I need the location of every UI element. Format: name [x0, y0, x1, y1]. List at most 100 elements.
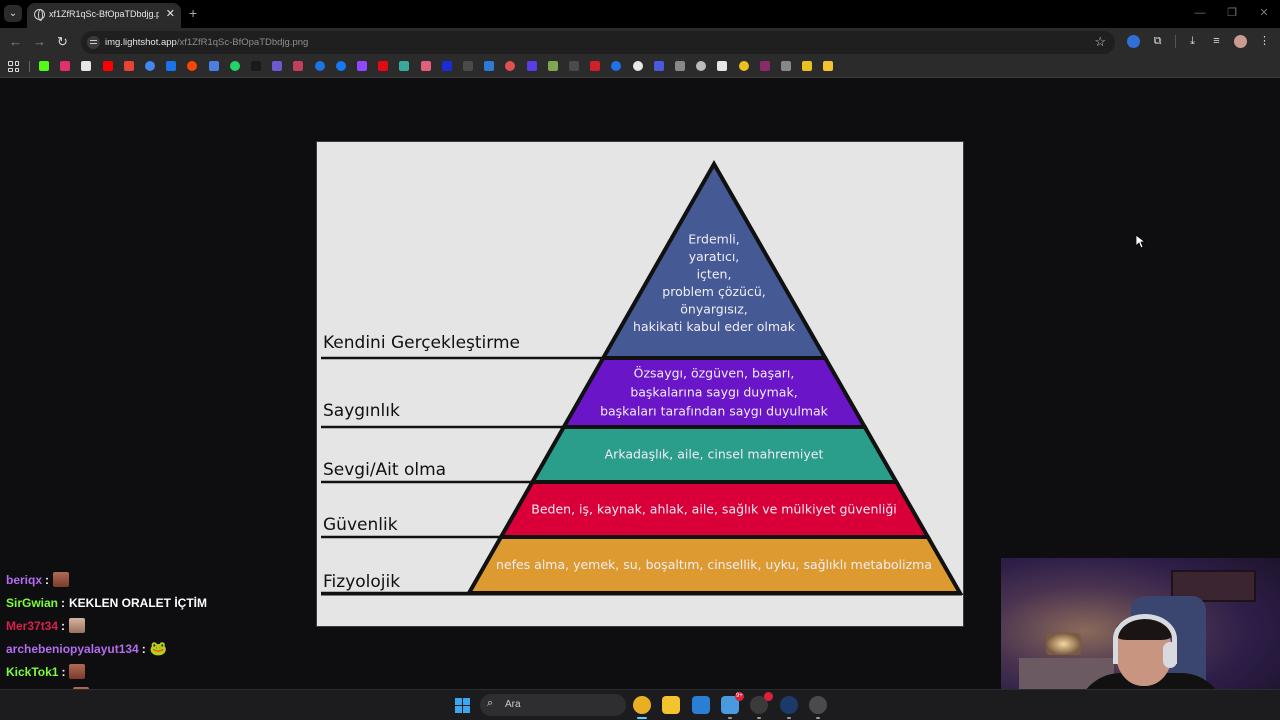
forward-icon[interactable]: → — [33, 34, 46, 49]
bookmark-km-icon[interactable] — [759, 61, 770, 71]
extension-shazam-icon[interactable] — [1127, 35, 1140, 48]
chat-emote-face-icon — [69, 618, 86, 633]
bookmark-instagram-icon[interactable] — [60, 61, 71, 71]
level-description-line: başkalarına saygı duymak, — [630, 385, 797, 400]
address-bar[interactable]: img.lightshot.app/xf1ZfR1qSc-BfOpaTDbdjg… — [81, 31, 1115, 54]
window-controls: — ❐ ✕ — [1184, 0, 1280, 28]
bookmark-reddit-icon[interactable] — [187, 61, 198, 71]
bookmark-db-icon[interactable] — [717, 61, 728, 71]
bookmark-bold-b-icon[interactable] — [441, 61, 452, 71]
restore-icon[interactable]: ❐ — [1227, 7, 1237, 19]
bookmark-pac-icon[interactable] — [505, 61, 516, 71]
bookmark-twitch-icon[interactable] — [357, 61, 367, 71]
bookmark-pacman-icon[interactable] — [738, 61, 749, 71]
tab-title: xf1ZfR1qSc-BfOpaTDbdjg.png — [49, 9, 159, 19]
new-tab-button[interactable]: + — [189, 5, 198, 21]
bookmark-wolf-icon[interactable] — [781, 61, 791, 71]
chat-colon: : — [61, 595, 66, 610]
level-description-line: yaratıcı, — [689, 249, 740, 264]
bookmark-whatsapp-icon[interactable] — [229, 61, 240, 71]
taskbar-chrome-icon[interactable] — [633, 696, 651, 719]
bookmark-outlook-icon[interactable] — [166, 61, 177, 71]
bookmark-drive-web-icon[interactable] — [484, 61, 495, 71]
taskbar-obs-icon[interactable] — [750, 692, 774, 719]
bookmark-tag-icon[interactable] — [569, 61, 579, 71]
bookmark-stake-icon[interactable] — [251, 61, 261, 71]
close-icon[interactable]: ✕ — [1259, 7, 1269, 19]
taskbar-photos-icon[interactable] — [691, 696, 710, 714]
level-label: Fizyolojik — [323, 572, 400, 592]
level-description-line: hakikati kabul eder olmak — [633, 319, 796, 334]
bookmark-x-icon[interactable] — [81, 61, 92, 71]
chat-username[interactable]: archebeniopyalayut134 — [6, 641, 139, 656]
bookmark-google-icon[interactable] — [145, 61, 155, 71]
taskbar-file-explorer-icon[interactable] — [662, 696, 681, 714]
apps-grid-icon[interactable] — [8, 61, 19, 72]
back-icon[interactable]: ← — [9, 34, 22, 49]
level-description-line: Özsaygı, özgüven, başarı, — [634, 365, 795, 381]
chat-username[interactable]: beriqx — [6, 572, 43, 587]
bookmark-player-icon[interactable] — [611, 61, 622, 71]
bookmark-facebook-icon[interactable] — [335, 61, 346, 71]
media-control-icon[interactable]: ≡ — [1213, 35, 1220, 47]
chat-colon: : — [141, 641, 146, 656]
bookmark-tco-icon[interactable] — [802, 61, 813, 71]
menu-kebab-icon[interactable]: ⋮ — [1259, 35, 1270, 47]
bookmark-chess-icon[interactable] — [547, 61, 558, 71]
profile-avatar[interactable] — [1234, 35, 1247, 48]
windows-taskbar: ⌕ Ara 9+ — [0, 689, 1280, 720]
level-description-line: Erdemli, — [688, 231, 740, 246]
chat-message: SirGwian:KEKLEN ORALET İÇTİM — [6, 591, 236, 614]
taskbar-search[interactable]: ⌕ Ara — [480, 694, 626, 716]
bookmark-play-icon[interactable] — [314, 61, 325, 71]
tab-close-icon[interactable]: ✕ — [165, 8, 175, 20]
taskbar-steam-icon[interactable] — [779, 696, 798, 719]
bookmark-chat-icon[interactable] — [526, 61, 537, 71]
reload-icon[interactable]: ↻ — [57, 34, 68, 49]
taskbar-media-player-icon[interactable] — [808, 696, 827, 719]
chat-message: Mer37t34: — [6, 614, 236, 637]
bookmark-translate-icon[interactable] — [208, 61, 219, 71]
bookmark-star-icon[interactable]: ☆ — [1094, 34, 1106, 49]
bookmark-sync-icon[interactable] — [653, 61, 664, 71]
tab-search-button[interactable]: ⌄ — [4, 5, 22, 22]
downloads-icon[interactable]: ⤓ — [1190, 35, 1195, 47]
bookmark-link-b-icon[interactable] — [420, 61, 431, 71]
toolbar-divider — [1175, 35, 1176, 48]
chat-username[interactable]: SirGwian — [6, 595, 59, 610]
bookmark-folder-icon[interactable] — [823, 61, 834, 71]
bookmark-streamlabs-icon[interactable] — [272, 61, 283, 71]
chat-username[interactable]: KickTok1 — [6, 664, 59, 679]
maslow-pyramid: Kendini GerçekleştirmeErdemli,yaratıcı,i… — [321, 159, 963, 596]
extensions-puzzle-icon[interactable]: ⧉ — [1153, 35, 1162, 47]
bookmark-openai-icon[interactable] — [696, 61, 707, 71]
chat-colon: : — [45, 572, 50, 587]
bookmark-prompt-icon[interactable] — [463, 61, 473, 71]
headphone-cup — [1163, 642, 1177, 668]
chat-username[interactable]: Mer37t34 — [6, 618, 59, 633]
notification-badge: 9+ — [734, 692, 744, 701]
minimize-icon[interactable]: — — [1194, 7, 1206, 19]
site-settings-icon[interactable] — [87, 36, 100, 49]
bookmarks-bar — [0, 56, 1280, 78]
bookmark-gmail-icon[interactable] — [123, 61, 134, 71]
bookmark-stats-icon[interactable] — [590, 61, 601, 71]
bookmark-youtube-icon[interactable] — [102, 61, 113, 71]
chat-text: KEKLEN ORALET İÇTİM — [69, 595, 208, 610]
bookmark-netflix-icon[interactable] — [378, 61, 389, 71]
bookmark-link-a-icon[interactable] — [399, 61, 410, 71]
bookmark-world-icon[interactable] — [632, 61, 643, 71]
start-button[interactable] — [455, 698, 470, 713]
taskbar-messenger-app-icon[interactable]: 9+ — [720, 692, 744, 719]
chat-emote-pepe-face-icon — [53, 572, 70, 587]
bookmark-shop-icon[interactable] — [293, 61, 304, 71]
level-label: Sevgi/Ait olma — [323, 460, 446, 480]
bookmark-chain-icon[interactable] — [675, 61, 685, 71]
chat-emote-frog-icon: 🐸 — [149, 640, 168, 656]
bookmark-kick-icon[interactable] — [39, 61, 49, 71]
url-text[interactable]: img.lightshot.app/xf1ZfR1qSc-BfOpaTDbdjg… — [105, 37, 308, 48]
chat-emote-pepe-face-icon — [69, 664, 86, 679]
browser-tab-active[interactable]: xf1ZfR1qSc-BfOpaTDbdjg.png ✕ — [27, 3, 181, 28]
